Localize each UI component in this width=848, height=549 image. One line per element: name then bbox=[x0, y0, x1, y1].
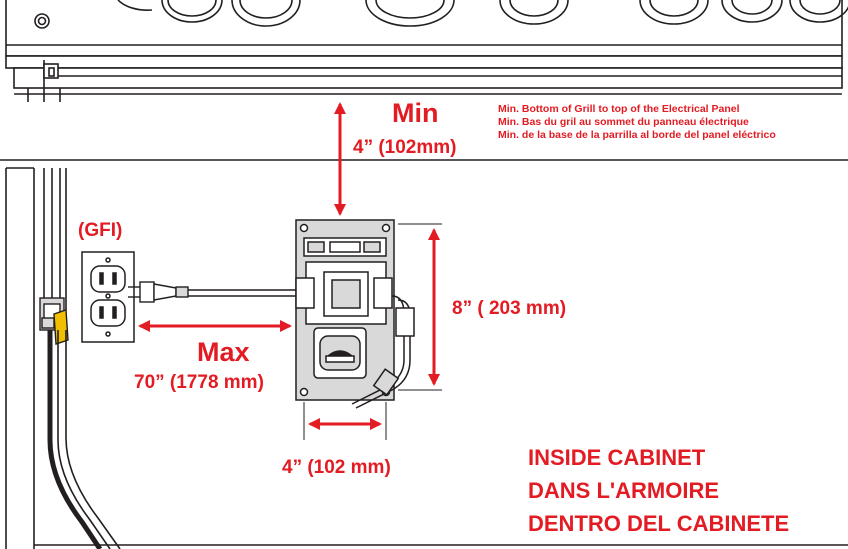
note-english: Min. Bottom of Grill to top of the Elect… bbox=[498, 103, 740, 115]
min-clearance-note: Min. Bottom of Grill to top of the Elect… bbox=[498, 103, 776, 142]
min-clearance-dimension: 4” (102mm) bbox=[353, 137, 457, 158]
location-english: INSIDE CABINET bbox=[528, 445, 706, 470]
panel-side-cable bbox=[351, 295, 415, 409]
panel-width-dimension: 4” (102 mm) bbox=[282, 457, 391, 478]
location-spanish: DENTRO DEL CABINETE bbox=[528, 511, 790, 536]
cabinet-conduit bbox=[47, 330, 121, 549]
max-cord-label: Max bbox=[197, 337, 250, 367]
cabinet-outline bbox=[0, 159, 848, 549]
note-spanish: Min. de la base de la parrilla al borde … bbox=[498, 129, 776, 141]
location-caption: INSIDE CABINET DANS L'ARMOIRE DENTRO DEL… bbox=[528, 441, 789, 540]
panel-height-dimension: 8” ( 203 mm) bbox=[452, 298, 567, 319]
gfi-outlet-icon bbox=[81, 251, 135, 343]
max-cord-dimension: 70” (1778 mm) bbox=[134, 372, 264, 393]
dimension-arrows bbox=[138, 102, 440, 430]
power-plug-icon bbox=[128, 281, 189, 303]
note-french: Min. Bas du gril au sommet du panneau él… bbox=[498, 116, 749, 128]
min-clearance-label: Min bbox=[392, 98, 439, 128]
cabinet-hinge bbox=[39, 297, 69, 345]
dimension-extension-lines bbox=[303, 223, 442, 440]
power-cord bbox=[188, 289, 296, 297]
grill-bottom bbox=[5, 0, 843, 102]
burner-knob-arcs bbox=[117, 0, 848, 27]
location-french: DANS L'ARMOIRE bbox=[528, 478, 720, 503]
gfi-label: (GFI) bbox=[78, 220, 123, 241]
electrical-panel-icon bbox=[295, 219, 395, 401]
